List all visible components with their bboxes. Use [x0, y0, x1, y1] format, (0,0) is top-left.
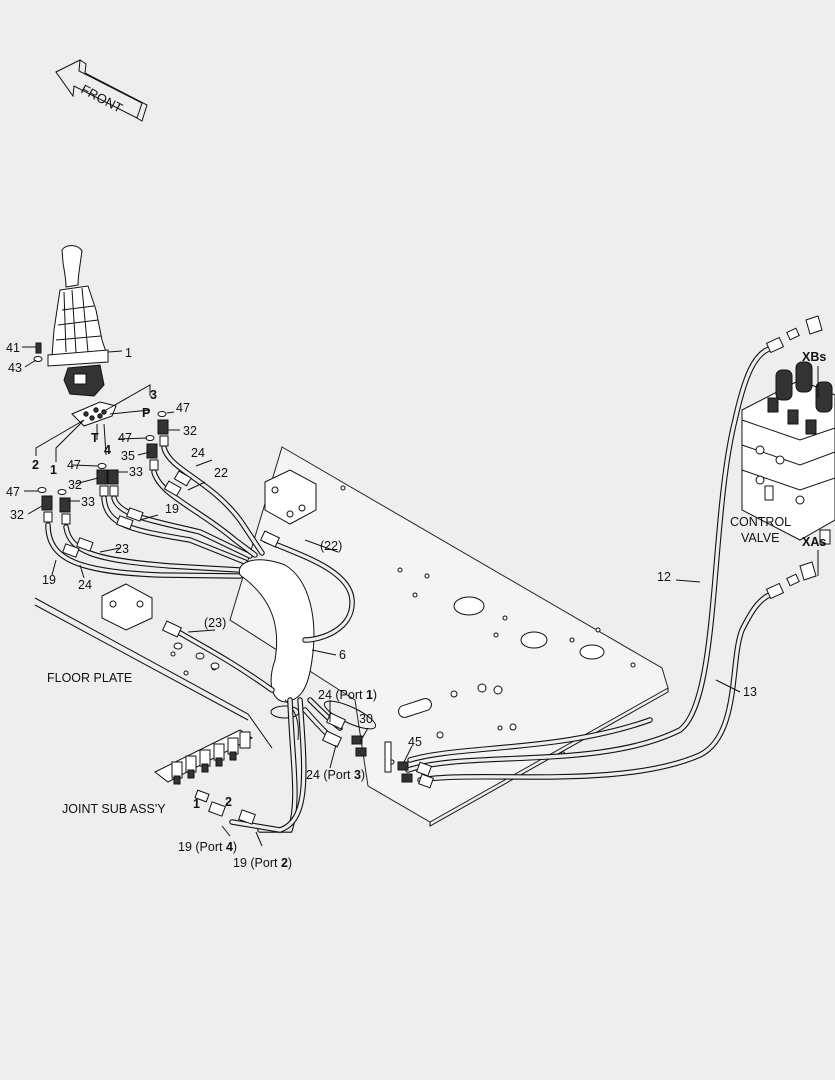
diagram-labels: 41 43 1 3 47 P 32 47 T 4 35 24 47 33 22 …: [6, 341, 826, 870]
callout-12: 12: [657, 570, 671, 584]
main-hoses: [172, 345, 775, 833]
front-label: FRONT: [79, 81, 126, 115]
callout-19-b: 19: [42, 573, 56, 587]
joint-callout-2: 2: [225, 795, 232, 809]
callout-32-a: 32: [183, 424, 197, 438]
plate-fittings: [101, 469, 434, 789]
port-label-24-port3: 24 (Port 3): [306, 768, 365, 782]
callout-47-d: 47: [6, 485, 20, 499]
xbs-port-label: XBs: [802, 350, 826, 364]
callout-4-port: 4: [104, 443, 111, 457]
floor-plate: [34, 446, 669, 827]
port-label-24-port1: 24 (Port 1): [318, 688, 377, 702]
callout-24-b: 24: [78, 578, 92, 592]
control-valve-label-line2: VALVE: [741, 531, 779, 545]
callout-1-port: 1: [50, 463, 57, 477]
callout-47-a: 47: [176, 401, 190, 415]
joystick-valve-plate: [35, 384, 151, 462]
xas-port-label: XAs: [802, 535, 826, 549]
callout-41: 41: [6, 341, 20, 355]
callout-32-c: 32: [10, 508, 24, 522]
callout-23-ref: (23): [204, 616, 226, 630]
callout-33-a: 33: [129, 465, 143, 479]
pilot-hoses: [45, 445, 265, 579]
callout-35: 35: [121, 449, 135, 463]
callout-43: 43: [8, 361, 22, 375]
callout-6: 6: [339, 648, 346, 662]
callout-47-c: 47: [67, 458, 81, 472]
leader-lines: [51, 459, 741, 769]
callout-45: 45: [408, 735, 422, 749]
port-fittings: [24, 411, 180, 525]
port-label-19-port2: 19 (Port 2): [233, 856, 292, 870]
callout-2-port: 2: [32, 458, 39, 472]
callout-22: 22: [214, 466, 228, 480]
callout-23: 23: [115, 542, 129, 556]
port-label-19-port4: 19 (Port 4): [178, 840, 237, 854]
callout-33-b: 33: [81, 495, 95, 509]
joint-sub-assy-label: JOINT SUB ASS'Y: [62, 802, 166, 816]
front-direction-arrow: FRONT: [55, 59, 148, 122]
callout-T-port: T: [91, 431, 99, 445]
callout-19-a: 19: [165, 502, 179, 516]
control-valve: [741, 315, 835, 600]
callout-30: 30: [359, 712, 373, 726]
callout-47-b: 47: [118, 431, 132, 445]
floor-plate-label: FLOOR PLATE: [47, 671, 132, 685]
joint-sub-assy: [154, 729, 263, 847]
control-valve-label-line1: CONTROL: [730, 515, 791, 529]
callout-3-port: 3: [150, 388, 157, 402]
joystick-lever: [22, 245, 123, 397]
callout-P-port: P: [142, 406, 150, 420]
callout-1-joystick: 1: [125, 346, 132, 360]
callout-24-a: 24: [191, 446, 205, 460]
joint-callout-1: 1: [193, 797, 200, 811]
callout-32-b: 32: [68, 478, 82, 492]
callout-22-ref: (22): [320, 539, 342, 553]
callout-13: 13: [743, 685, 757, 699]
